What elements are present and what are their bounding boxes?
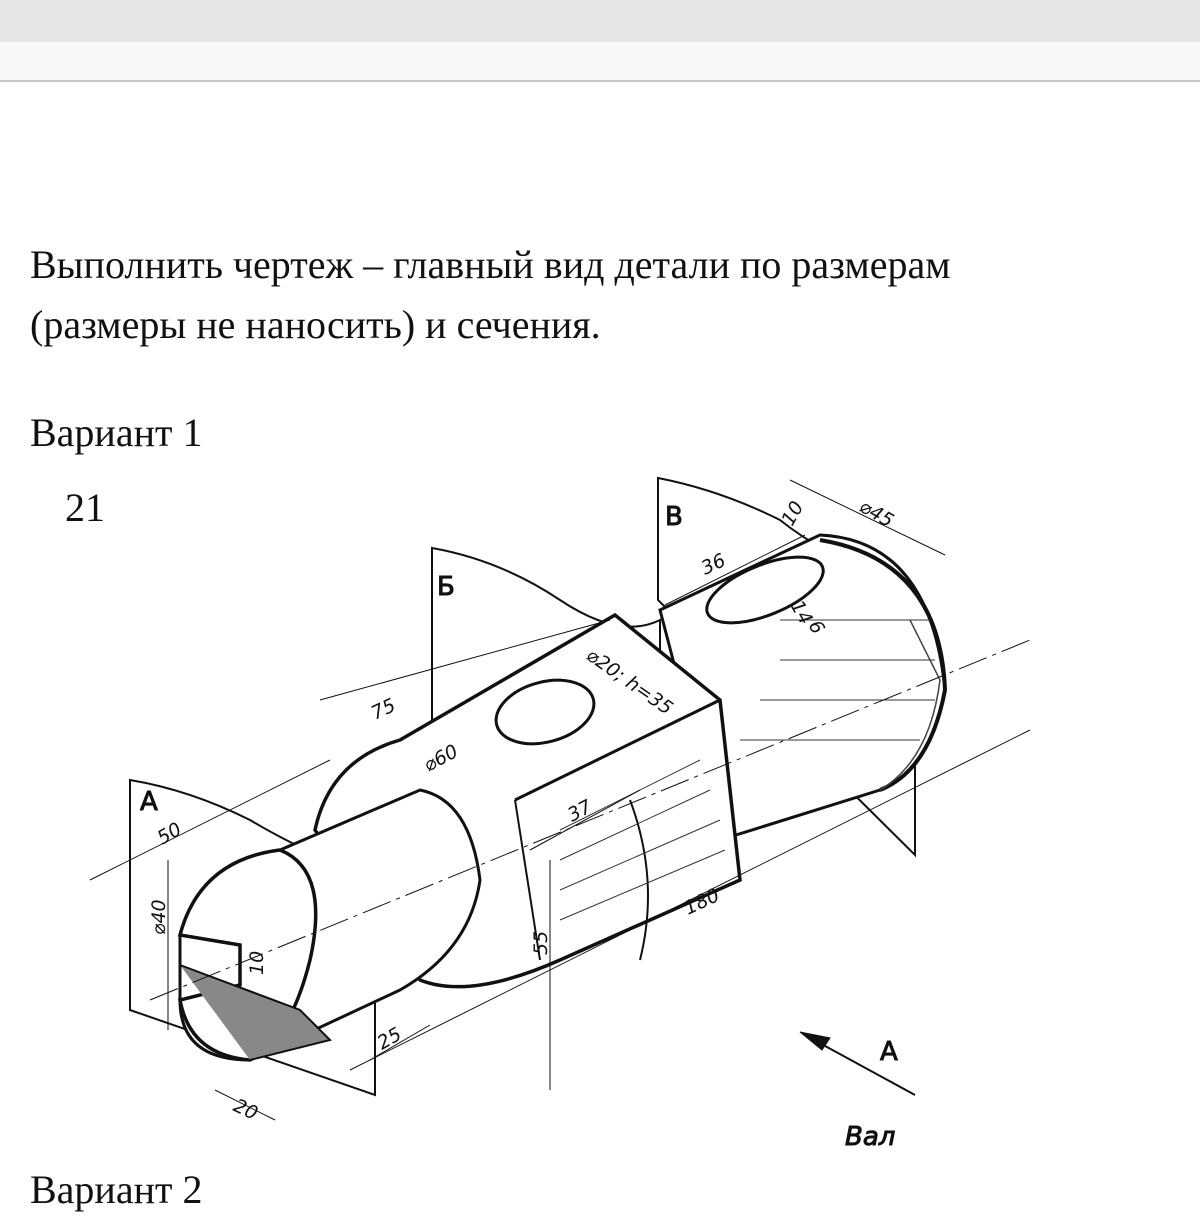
view-arrow-label: А — [880, 1037, 898, 1067]
dim-55: 55 — [530, 931, 552, 955]
section-label-v: В — [665, 502, 683, 532]
section-label-b: Б — [437, 572, 455, 602]
dim-d40: ⌀40 — [148, 899, 170, 935]
keyway-slot — [705, 555, 825, 625]
address-bar-area — [0, 42, 1200, 82]
variant-1-heading: Вариант 1 — [30, 410, 203, 455]
variant-1-number: 21 — [65, 485, 105, 530]
top-toolbar — [0, 0, 1200, 42]
radial-hole — [494, 678, 596, 746]
shaft-technical-drawing: А Б В А Вал 50 ⌀40 10 20 25 75 ⌀60 37 55… — [89, 476, 1031, 1153]
dim-75: 75 — [368, 694, 399, 724]
task-text-line-1: Выполнить чертеж – главный вид детали по… — [30, 242, 951, 287]
drawing-caption: Вал — [845, 1122, 895, 1152]
dim-25: 25 — [374, 1023, 406, 1054]
dim-d45: ⌀45 — [856, 495, 898, 532]
dim-20: 20 — [230, 1095, 261, 1125]
dim-10-slot: 10 — [246, 951, 268, 975]
task-text-line-2: (размеры не наносить) и сечения. — [30, 302, 601, 347]
section-label-a: А — [140, 787, 158, 817]
variant-2-heading: Вариант 2 — [30, 1167, 203, 1212]
